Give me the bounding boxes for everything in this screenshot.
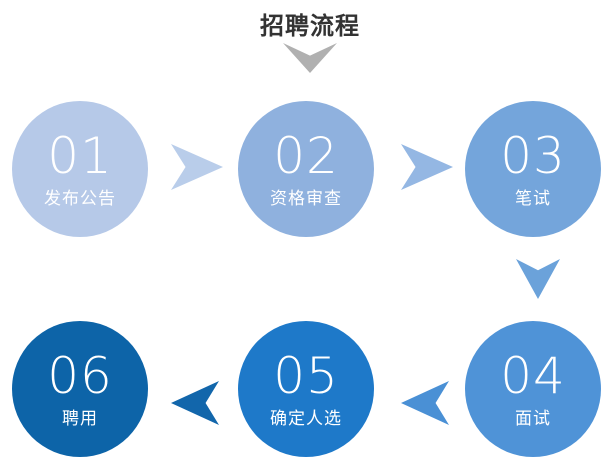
step-circle-4: 04 面试 xyxy=(465,321,601,457)
arrow-right-icon xyxy=(171,144,223,190)
step-number: 06 xyxy=(47,346,113,405)
step-label: 笔试 xyxy=(515,188,551,209)
step-number: 01 xyxy=(47,126,113,185)
step-label: 面试 xyxy=(515,408,551,429)
arrow-left-icon xyxy=(401,381,449,425)
step-circle-5: 05 确定人选 xyxy=(238,321,374,457)
step-number: 04 xyxy=(500,346,566,405)
arrow-left-icon xyxy=(171,381,219,425)
step-label: 资格审查 xyxy=(270,188,342,209)
chevron-down-icon xyxy=(283,43,337,73)
step-circle-1: 01 发布公告 xyxy=(12,101,148,237)
step-circle-6: 06 聘用 xyxy=(12,321,148,457)
step-circle-3: 03 笔试 xyxy=(465,101,601,237)
arrow-right-icon xyxy=(401,144,453,190)
page-title: 招聘流程 xyxy=(260,12,360,40)
step-circle-2: 02 资格审查 xyxy=(238,101,374,237)
step-label: 聘用 xyxy=(62,408,98,429)
step-number: 02 xyxy=(273,126,339,185)
step-label: 发布公告 xyxy=(44,188,116,209)
step-number: 03 xyxy=(500,126,566,185)
arrow-down-icon xyxy=(516,259,560,299)
step-label: 确定人选 xyxy=(270,408,342,429)
step-number: 05 xyxy=(273,346,339,405)
